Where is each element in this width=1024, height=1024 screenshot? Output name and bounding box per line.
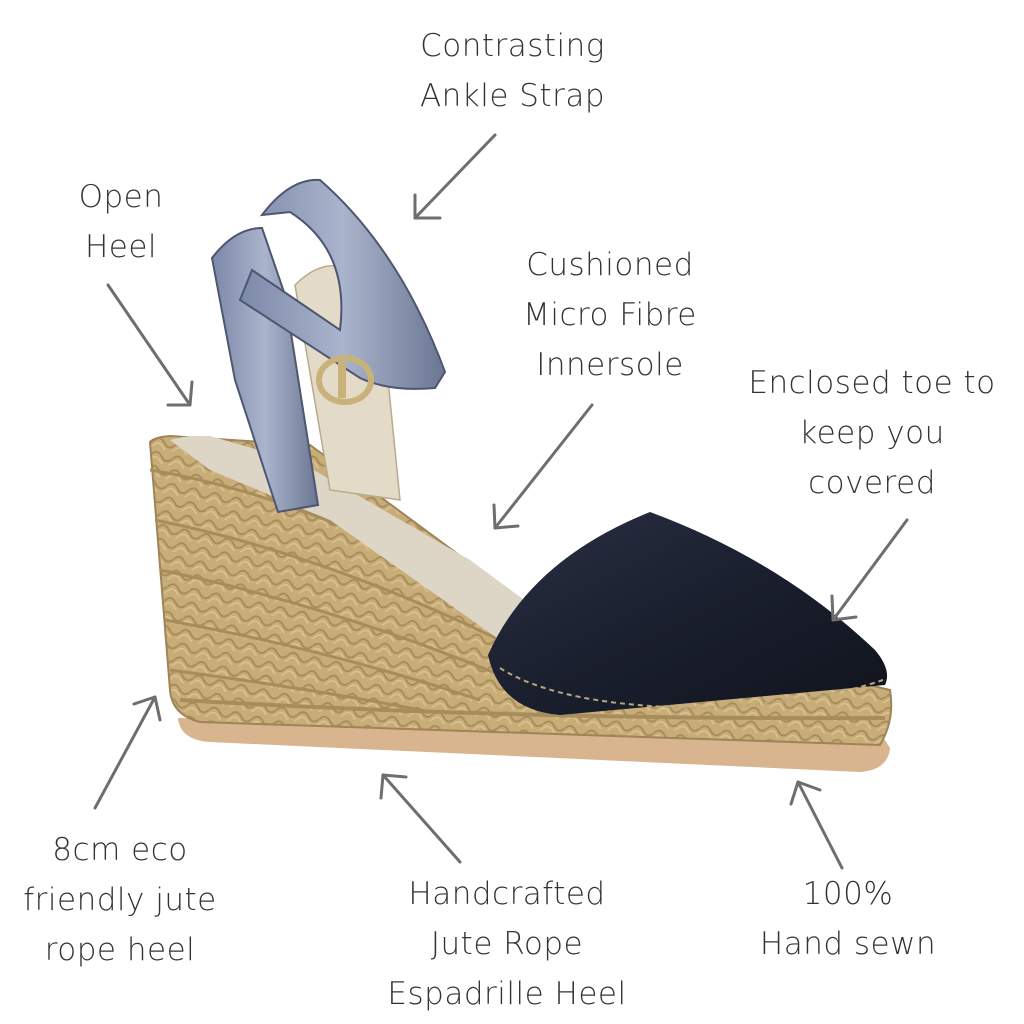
rubber-sole — [178, 718, 890, 772]
eco-heel-caption: 8cm eco friendly jute rope heel — [23, 832, 217, 968]
innersole-caption: Cushioned Micro Fibre Innersole — [523, 247, 697, 383]
ankle-strap-caption: Contrasting Ankle Strap — [419, 28, 606, 114]
arrow-rope-heel — [379, 773, 462, 864]
buckle — [316, 355, 374, 405]
arrow-eco-heel — [93, 695, 162, 810]
arrow-toe — [830, 518, 909, 622]
arrow-open-heel — [106, 283, 194, 407]
ankle-strap-loop — [238, 178, 447, 390]
ankle-strap-vertical — [210, 226, 320, 514]
toe-caption: Enclosed toe to keep you covered — [748, 365, 996, 501]
hand-sewn-caption: 100% Hand sewn — [759, 876, 937, 962]
arrow-ankle-strap — [413, 133, 497, 220]
open-heel-caption: Open Heel — [78, 179, 164, 265]
arrow-hand-sewn — [789, 780, 844, 870]
rope-heel-caption: Handcrafted Jute Rope Espadrille Heel — [387, 876, 627, 1012]
micro-fibre-innersole — [170, 435, 535, 640]
leather-toe-cap — [488, 512, 888, 715]
arrow-innersole — [492, 403, 594, 530]
